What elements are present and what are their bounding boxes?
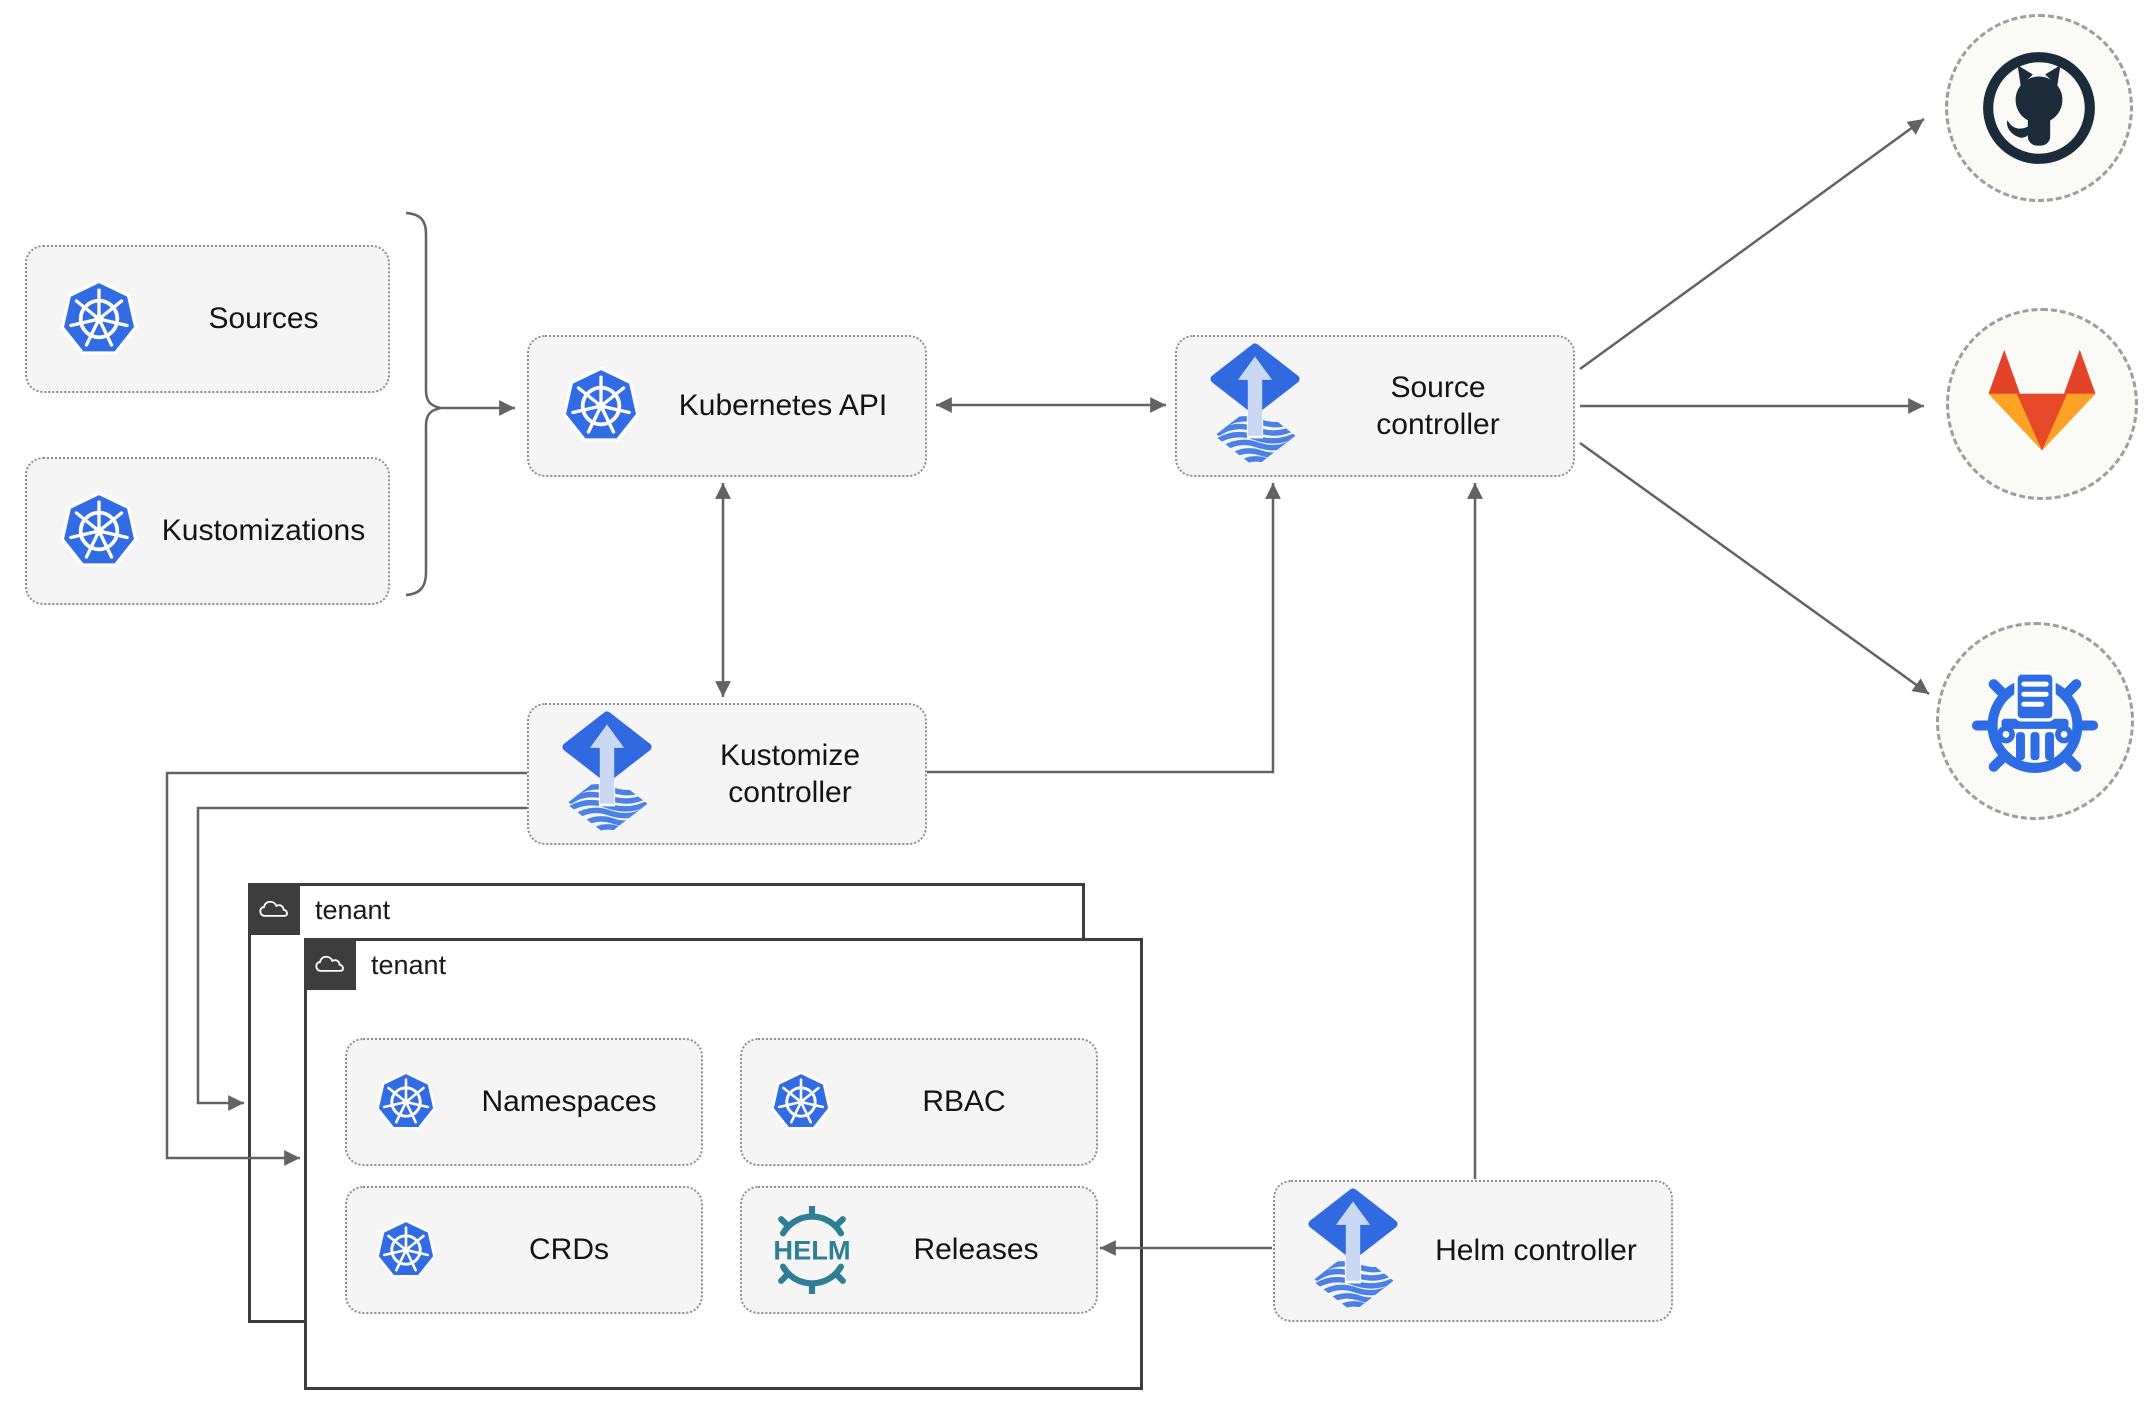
flux-icon <box>1305 1188 1401 1314</box>
namespaces-label: Namespaces <box>481 1085 657 1119</box>
helm-controller-label: Helm controller <box>1435 1234 1637 1268</box>
gitlab-tanuki-icon <box>1988 349 2096 451</box>
chartmuseum-endpoint <box>1936 622 2134 820</box>
crds-label: CRDs <box>529 1233 609 1267</box>
github-octocat-icon <box>1983 52 2095 164</box>
kubernetes-icon <box>561 366 641 446</box>
kubernetes-api-label: Kubernetes API <box>678 389 888 423</box>
kustomizations-node: Kustomizations <box>25 457 390 605</box>
cloud-icon <box>314 952 346 976</box>
crds-node: CRDs <box>345 1186 703 1314</box>
cloud-icon <box>258 897 290 921</box>
gitlab-endpoint <box>1946 308 2138 500</box>
kubernetes-icon <box>375 1219 437 1281</box>
kustomize-controller-node: Kustomize controller <box>527 703 927 845</box>
tenant-tab <box>248 883 300 935</box>
helm-controller-node: Helm controller <box>1273 1180 1673 1322</box>
helm-wheel-icon: HELM <box>773 1206 851 1294</box>
sources-label: Sources <box>208 302 319 336</box>
kubernetes-icon <box>59 279 139 359</box>
tenant-label: tenant <box>315 895 391 925</box>
brace-sources-kustomizations <box>405 211 442 597</box>
rbac-node: RBAC <box>740 1038 1098 1166</box>
chartmuseum-icon <box>1971 671 2099 773</box>
tenant-label: tenant <box>371 950 447 980</box>
kubernetes-icon <box>375 1071 437 1133</box>
kustomize-controller-label: Kustomize controller <box>719 738 861 810</box>
source-controller-label: Source controller <box>1376 370 1500 442</box>
tenant-tab <box>304 938 356 990</box>
kubernetes-icon <box>59 491 139 571</box>
source-controller-node: Source controller <box>1175 335 1575 477</box>
sources-node: Sources <box>25 245 390 393</box>
releases-label: Releases <box>913 1233 1039 1267</box>
github-endpoint <box>1945 14 2133 202</box>
flux-icon <box>1207 343 1303 469</box>
edge-source-to-chartmuseum <box>1579 441 1930 696</box>
kustomizations-label: Kustomizations <box>161 514 366 548</box>
rbac-label: RBAC <box>922 1085 1006 1119</box>
flux-icon <box>559 711 655 837</box>
edge-kustomize-to-source-controller <box>927 483 1281 774</box>
releases-node: HELM Releases <box>740 1186 1098 1314</box>
namespaces-node: Namespaces <box>345 1038 703 1166</box>
kubernetes-api-node: Kubernetes API <box>527 335 927 477</box>
edge-source-to-github <box>1579 117 1925 371</box>
helm-wordmark: HELM <box>773 1235 850 1266</box>
tenant-box-front: tenant Namespaces RBAC CRDs <box>304 938 1143 1390</box>
kubernetes-icon <box>770 1071 832 1133</box>
